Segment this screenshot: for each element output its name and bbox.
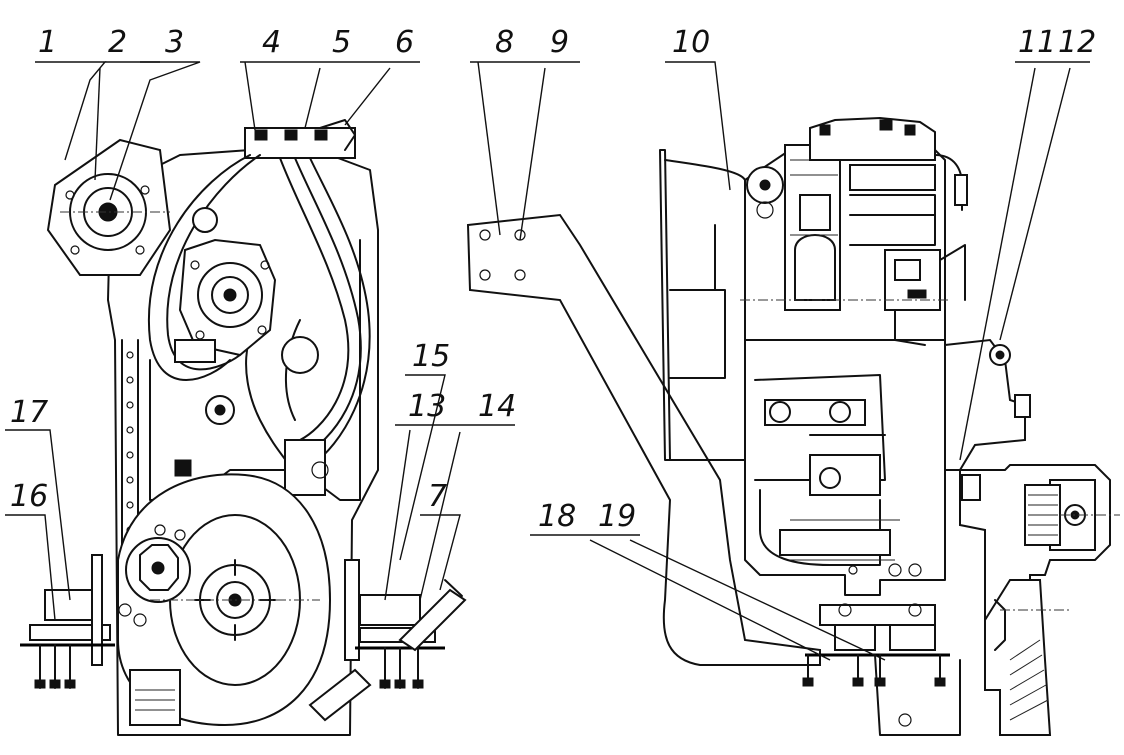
crankcase-internals bbox=[744, 339, 946, 577]
callout-7: 7 bbox=[428, 479, 447, 514]
sump-hatch bbox=[135, 689, 175, 711]
callout-15: 15 bbox=[412, 339, 450, 374]
callout-11: 11 bbox=[1018, 25, 1056, 60]
side-engine-mounts bbox=[802, 603, 961, 736]
callout-4: 4 bbox=[262, 25, 281, 60]
callout-14: 14 bbox=[478, 389, 516, 424]
callout-labels: 1 2 3 4 5 6 8 9 10 11 12 15 13 14 17 16 … bbox=[10, 25, 1096, 534]
rear-mount-bracket bbox=[466, 213, 821, 666]
oil-filler-pipe bbox=[308, 579, 467, 722]
callout-3: 3 bbox=[165, 25, 184, 60]
callout-1: 1 bbox=[38, 25, 57, 60]
callout-9: 9 bbox=[550, 25, 569, 60]
callout-5: 5 bbox=[332, 25, 351, 60]
callout-17: 17 bbox=[10, 395, 48, 430]
callout-19: 19 bbox=[598, 499, 636, 534]
fan-pulley-bracket bbox=[46, 138, 172, 276]
mid-components bbox=[174, 336, 329, 496]
callout-6: 6 bbox=[395, 25, 414, 60]
cylinder-section bbox=[746, 144, 936, 311]
side-fuel-pump bbox=[884, 244, 966, 346]
leader-lines bbox=[5, 61, 1090, 661]
callout-18: 18 bbox=[538, 499, 576, 534]
side-view bbox=[466, 116, 1120, 736]
rocker-cover bbox=[809, 116, 936, 161]
accessory-drive bbox=[174, 207, 277, 363]
callout-10: 10 bbox=[672, 25, 710, 60]
callout-12: 12 bbox=[1058, 25, 1096, 60]
callout-2: 2 bbox=[108, 25, 127, 60]
side-engine-block bbox=[744, 139, 946, 596]
bell-housing bbox=[984, 579, 1070, 736]
oil-sump-detail bbox=[129, 669, 181, 726]
fuel-injection-pump-top bbox=[244, 119, 356, 159]
callout-16: 16 bbox=[10, 479, 48, 514]
callout-8: 8 bbox=[495, 25, 514, 60]
rear-assembly bbox=[944, 338, 1120, 621]
front-view bbox=[20, 119, 467, 736]
callout-13: 13 bbox=[408, 389, 446, 424]
